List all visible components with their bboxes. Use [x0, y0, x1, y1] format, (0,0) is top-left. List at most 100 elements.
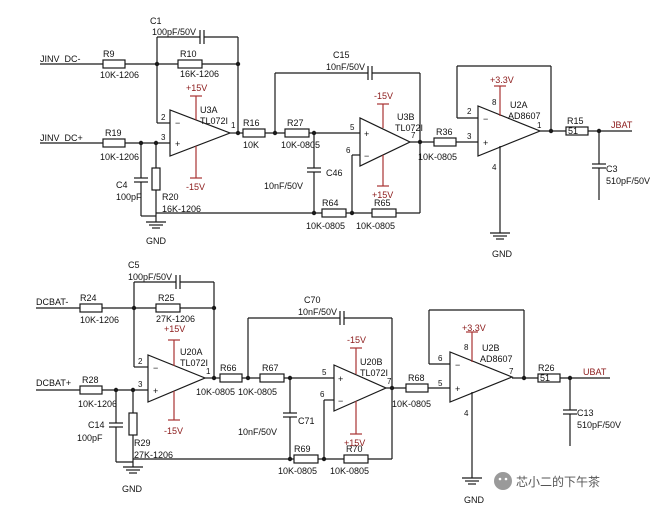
u3a-ref: U3A [200, 105, 218, 115]
u20b-vminus: -15V [347, 335, 366, 345]
r10-ref: R10 [180, 49, 197, 59]
r24-ref: R24 [80, 293, 97, 303]
r16-ref: R16 [243, 118, 260, 128]
net-label-dcbat-plus: DCBAT+ [36, 378, 71, 388]
r29-ref: R29 [134, 438, 151, 448]
u2b-vplus: +3.3V [462, 323, 486, 333]
c70-value: 10nF/50V [298, 307, 337, 317]
u20a-pin1: 1 [206, 367, 211, 376]
c71-ref: C71 [298, 416, 315, 426]
r65-value: 10K-0805 [356, 221, 395, 231]
r9-ref: R9 [103, 49, 115, 59]
opamp-u3b [359, 117, 412, 167]
opamp-u2a [477, 105, 542, 157]
u20b-pin6: 6 [320, 390, 325, 399]
svg-text:+: + [483, 138, 488, 148]
r64-ref: R64 [322, 198, 339, 208]
u2b-pin6: 6 [438, 354, 443, 363]
c15-ref: C15 [333, 50, 350, 60]
resistor-r36 [433, 137, 457, 147]
r24-value: 10K-1206 [80, 315, 119, 325]
u3b-pin6: 6 [346, 146, 351, 155]
wechat-icon [494, 472, 512, 490]
r67-value: 10K-0805 [238, 387, 277, 397]
resistor-r64 [321, 208, 347, 218]
c15-value: 10nF/50V [326, 62, 365, 72]
c4-ref: C4 [116, 180, 128, 190]
opamp-u20b [333, 364, 388, 412]
r25-value: 27K-1206 [156, 314, 195, 324]
c71-value: 10nF/50V [238, 427, 277, 437]
watermark-text: 芯小二的下午茶 [516, 474, 600, 489]
svg-text:−: − [364, 151, 369, 161]
u20a-vminus: -15V [164, 426, 183, 436]
c1-value: 100pF/50V [152, 27, 196, 37]
r36-ref: R36 [436, 127, 453, 137]
top-circuit: JINV_DC- JINV_DC+ R9 10K-1206 C1 100pF/5… [40, 16, 650, 259]
gnd-label: GND [492, 249, 513, 259]
u2b-pin7: 7 [509, 367, 514, 376]
opamp-u20a [147, 354, 207, 403]
svg-text:+: + [338, 374, 343, 384]
c14-ref: C14 [88, 420, 105, 430]
r27-value: 10K-0805 [281, 140, 320, 150]
net-label-dcbat-minus: DCBAT- [36, 297, 68, 307]
gnd-label: GND [464, 495, 485, 505]
r70-ref: R70 [346, 444, 363, 454]
c46-ref: C46 [326, 168, 343, 178]
u20a-pin2: 2 [138, 357, 143, 366]
r36-value: 10K-0805 [418, 152, 457, 162]
c14-value: 100pF [77, 433, 103, 443]
u20b-ref: U20B [360, 357, 383, 367]
r19-ref: R19 [105, 128, 122, 138]
c13-value: 510pF/50V [577, 420, 621, 430]
svg-text:−: − [153, 363, 158, 373]
u3a-vminus: -15V [186, 182, 205, 192]
resistor-r25 [155, 303, 181, 313]
r65-ref: R65 [374, 198, 391, 208]
r66-value: 10K-0805 [196, 387, 235, 397]
u3a-vplus: +15V [186, 83, 207, 93]
r16-value: 10K [243, 140, 259, 150]
u3b-pin7: 7 [411, 131, 416, 140]
r15-value: 51 [568, 126, 578, 136]
u2a-pin2: 2 [467, 107, 472, 116]
resistor-r19 [102, 138, 126, 148]
u2b-ref: U2B [482, 343, 500, 353]
gnd-label: GND [146, 236, 167, 246]
resistor-r27 [284, 128, 310, 138]
svg-text:+: + [364, 129, 369, 139]
svg-text:+: + [153, 386, 158, 396]
svg-text:−: − [338, 396, 343, 406]
r66-ref: R66 [220, 363, 237, 373]
r70-value: 10K-0805 [330, 466, 369, 476]
resistor-r69 [293, 454, 319, 464]
net-label-jbat: JBAT [611, 120, 633, 130]
resistor-r24 [79, 303, 103, 313]
r20-value: 16K-1206 [162, 204, 201, 214]
resistor-r70 [343, 454, 369, 464]
opamp-u2b [449, 351, 514, 403]
svg-text:−: − [175, 118, 180, 128]
resistor-r65 [371, 208, 397, 218]
u3b-ref: U3B [397, 112, 415, 122]
svg-text:−: − [483, 114, 488, 124]
resistor-r16 [242, 128, 266, 138]
net-label-jinv-dc-plus: JINV_DC+ [40, 133, 83, 143]
u2a-pin1: 1 [537, 121, 542, 130]
resistor-r67 [259, 373, 285, 383]
resistor-r10 [177, 59, 203, 69]
u2b-pin8: 8 [464, 343, 469, 352]
u20b-vplus: +15V [344, 438, 365, 448]
r9-value: 10K-1206 [100, 70, 139, 80]
r26-value: 51 [540, 373, 550, 383]
u2a-ref: U2A [510, 100, 528, 110]
r20-ref: R20 [162, 192, 179, 202]
u20b-pin5: 5 [322, 368, 327, 377]
resistor-r9 [102, 59, 126, 69]
c13-ref: C13 [577, 408, 594, 418]
u3b-vplus: +15V [372, 190, 393, 200]
u20a-vplus: +15V [164, 324, 185, 334]
c1-ref: C1 [150, 16, 162, 26]
watermark: 芯小二的下午茶 [494, 472, 600, 490]
